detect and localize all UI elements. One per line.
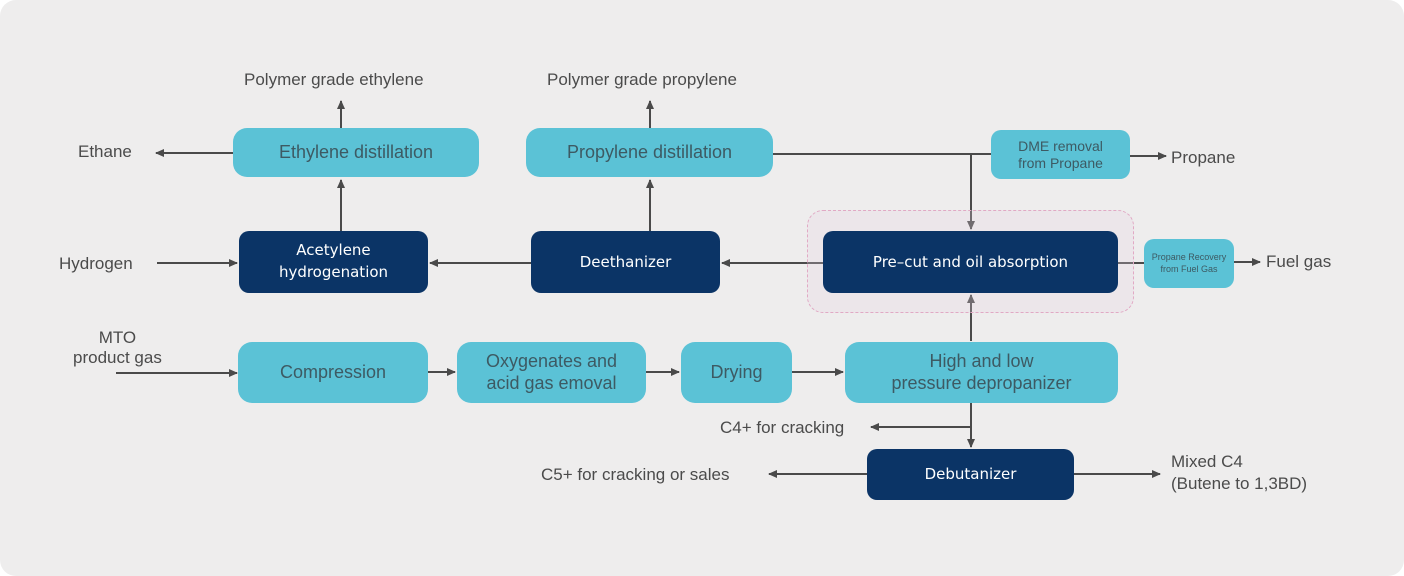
acetylene-hydrogenation-label: Acetylene hydrogenation: [278, 241, 389, 281]
stream-ethane: Ethane: [78, 142, 132, 161]
ethylene-distillation-label: Ethylene distillation: [278, 142, 434, 163]
stream-polymer-ethylene: Polymer grade ethylene: [244, 70, 424, 89]
stream-mixed-c4: Mixed C4 (Butene to 1,3BD): [1171, 452, 1308, 494]
stream-propane: Propane: [1171, 148, 1236, 167]
debutanizer-node[interactable]: Debutanizer: [867, 449, 1074, 500]
propane-recovery-node[interactable]: Propane Recovery from Fuel Gas: [1144, 239, 1234, 288]
drying-node[interactable]: Drying: [681, 342, 792, 403]
dme-removal-label: DME removal from Propane: [1018, 137, 1103, 171]
oxygenates-removal-label: Oxygenates and acid gas emoval: [485, 350, 618, 393]
depropanizer-label: High and low pressure depropanizer: [891, 350, 1072, 393]
compression-label: Compression: [279, 362, 387, 383]
dme-removal-node[interactable]: DME removal from Propane: [991, 130, 1130, 179]
drying-label: Drying: [710, 362, 763, 383]
stream-c5-cracking: C5+ for cracking or sales: [541, 465, 730, 484]
depropanizer-node[interactable]: High and low pressure depropanizer: [845, 342, 1118, 403]
stream-mto-gas: MTO product gas: [73, 328, 162, 367]
stream-c4-cracking: C4+ for cracking: [720, 418, 845, 437]
stream-fuel-gas: Fuel gas: [1266, 252, 1332, 271]
deethanizer-node[interactable]: Deethanizer: [531, 231, 720, 293]
precut-oil-absorption-node[interactable]: Pre–cut and oil absorption: [823, 231, 1118, 293]
acetylene-hydrogenation-node[interactable]: Acetylene hydrogenation: [239, 231, 428, 293]
propylene-distillation-label: Propylene distillation: [566, 142, 733, 163]
debutanizer-label: Debutanizer: [924, 465, 1017, 484]
oxygenates-removal-node[interactable]: Oxygenates and acid gas emoval: [457, 342, 646, 403]
propylene-distillation-node[interactable]: Propylene distillation: [526, 128, 773, 177]
deethanizer-label: Deethanizer: [579, 252, 672, 271]
precut-oil-absorption-label: Pre–cut and oil absorption: [872, 252, 1069, 271]
stream-polymer-propylene: Polymer grade propylene: [547, 70, 737, 89]
propane-recovery-label: Propane Recovery from Fuel Gas: [1151, 251, 1227, 274]
ethylene-distillation-node[interactable]: Ethylene distillation: [233, 128, 479, 177]
stream-hydrogen: Hydrogen: [59, 254, 133, 273]
compression-node[interactable]: Compression: [238, 342, 428, 403]
